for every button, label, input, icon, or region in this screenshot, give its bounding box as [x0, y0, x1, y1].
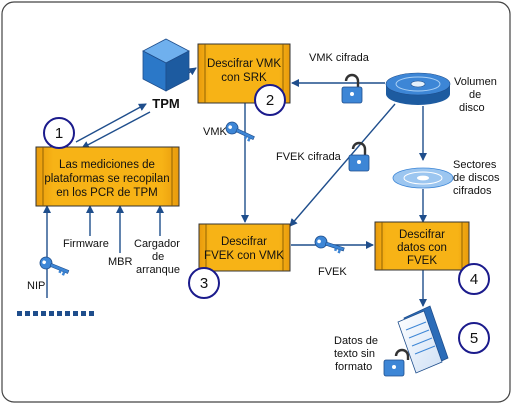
- box-decrypt-data-line1: Descifrar: [399, 229, 445, 241]
- tpm-label: TPM: [152, 96, 179, 111]
- fvek-encrypted-label: FVEK cifrada: [276, 151, 342, 163]
- step-2-number: 2: [266, 92, 274, 109]
- box-decrypt-fvek: Descifrar FVEK con VMK: [198, 223, 291, 272]
- key-icon-pin: [39, 256, 70, 276]
- volume-label-line3: disco: [459, 102, 485, 114]
- box-decrypt-fvek-line1: Descifrar: [221, 236, 267, 248]
- keypad-dots-icon: [17, 311, 94, 316]
- box-measurements-line1: Las mediciones de: [59, 159, 155, 171]
- plaintext-label-line3: formato: [335, 361, 372, 373]
- arrow-tpm-to-measure: [81, 111, 151, 149]
- sectors-label-line3: cifrados: [453, 185, 492, 197]
- box-decrypt-fvek-line2: FVEK con VMK: [204, 250, 284, 262]
- key-icon-vmk: [225, 121, 255, 142]
- step-5-number: 5: [470, 330, 478, 347]
- box-measurements: Las mediciones de plataformas se recopil…: [35, 146, 180, 207]
- step-3-number: 3: [200, 275, 208, 292]
- step-1-number: 1: [55, 125, 63, 142]
- arrow-volume-to-fvek: [289, 103, 396, 227]
- mbr-label: MBR: [108, 256, 133, 268]
- step-5: 5: [458, 322, 490, 354]
- frame: [1, 1, 511, 403]
- bootloader-label-line1: Cargador: [134, 238, 180, 250]
- disk-volume-icon: [385, 72, 451, 105]
- document-icon: [397, 305, 449, 374]
- sectors-label-line2: de discos: [453, 172, 500, 184]
- step-1: 1: [43, 117, 75, 149]
- key-icon-fvek: [314, 235, 345, 254]
- step-3: 3: [188, 267, 220, 299]
- vmk-label: VMK: [203, 126, 228, 138]
- sectors-label-line1: Sectores: [453, 159, 497, 171]
- plaintext-label-line2: texto sin: [334, 348, 375, 360]
- box-decrypt-data-line2: datos con: [397, 242, 447, 254]
- fvek-label: FVEK: [318, 266, 347, 278]
- bootloader-label-line3: arranque: [136, 264, 180, 276]
- box-decrypt-data: Descifrar datos con FVEK: [374, 221, 470, 271]
- firmware-label: Firmware: [63, 238, 109, 250]
- pin-label: NIP: [27, 280, 45, 292]
- box-measurements-line2: plataformas se recopilan: [44, 173, 169, 185]
- bootloader-label-line2: de: [152, 251, 164, 263]
- lock-icon-fvek-encrypted: [348, 141, 370, 172]
- step-2: 2: [254, 84, 286, 116]
- plaintext-label-line1: Datos de: [334, 335, 378, 347]
- step-4: 4: [458, 263, 490, 295]
- volume-label-line1: Volumen: [454, 76, 497, 88]
- lock-icon-vmk-encrypted: [341, 73, 363, 104]
- volume-label-line2: de: [469, 89, 481, 101]
- box-decrypt-vmk-line1: Descifrar VMK: [207, 58, 281, 70]
- vmk-encrypted-label: VMK cifrada: [309, 52, 370, 64]
- box-measurements-line3: en los PCR de TPM: [56, 187, 157, 199]
- unlocked-lock-icon: [383, 348, 410, 377]
- arrow-measure-to-tpm: [75, 103, 147, 143]
- step-4-number: 4: [470, 271, 478, 288]
- disk-sectors-icon: [392, 167, 454, 189]
- box-decrypt-vmk-line2: con SRK: [221, 72, 267, 84]
- tpm-chip-icon: [142, 38, 190, 92]
- box-decrypt-data-line3: FVEK: [407, 255, 437, 267]
